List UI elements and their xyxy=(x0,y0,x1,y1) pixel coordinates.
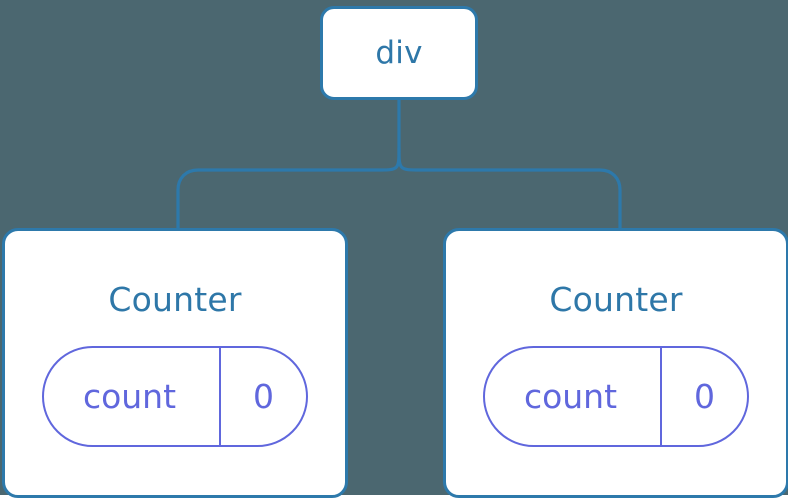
node-div[interactable]: div xyxy=(320,6,478,100)
node-counter-right-label: Counter xyxy=(549,280,683,319)
state-key-right: count xyxy=(523,377,618,416)
node-counter-left-label: Counter xyxy=(108,280,242,319)
node-div-label: div xyxy=(375,34,423,71)
node-counter-left[interactable]: Counter count 0 xyxy=(2,228,348,498)
state-value-left: 0 xyxy=(219,348,306,445)
state-value-right: 0 xyxy=(660,348,747,445)
state-key-left: count xyxy=(82,377,177,416)
state-pill-left[interactable]: count 0 xyxy=(42,346,308,447)
node-counter-right[interactable]: Counter count 0 xyxy=(443,228,788,498)
connector-left-arm xyxy=(176,146,401,230)
connector-stem-split xyxy=(397,98,622,230)
state-pill-right[interactable]: count 0 xyxy=(483,346,749,447)
